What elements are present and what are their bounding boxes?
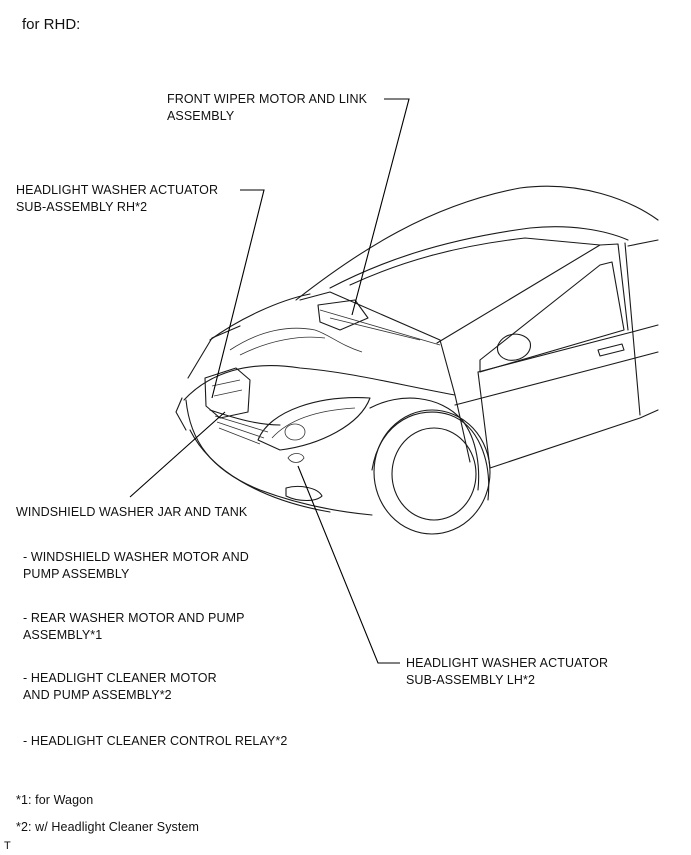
leader-hl-washer-lh — [297, 465, 400, 664]
headlight-inner — [271, 407, 356, 439]
projector-lens — [284, 423, 306, 441]
label-rear-washer: - REAR WASHER MOTOR AND PUMP ASSEMBLY*1 — [23, 611, 245, 642]
windshield-inner — [349, 237, 601, 286]
footnote-2: *2: w/ Headlight Cleaner System — [16, 820, 200, 834]
label-washer-motor: - WINDSHIELD WASHER MOTOR AND PUMP ASSEM… — [23, 550, 249, 581]
washer-nozzle-lh — [287, 453, 305, 463]
label-hl-cleaner-motor: - HEADLIGHT CLEANER MOTOR AND PUMP ASSEM… — [23, 671, 217, 702]
door-front-edge — [477, 371, 491, 469]
grille-slats — [214, 415, 269, 445]
page-heading: for RHD: — [22, 16, 81, 33]
front-side-window — [479, 261, 625, 373]
rear-window-edge — [627, 239, 659, 247]
car-illustration — [175, 185, 659, 535]
hood-rear-edge — [209, 293, 311, 341]
label-washer-jar: WINDSHIELD WASHER JAR AND TANK — [16, 505, 248, 519]
hood-side — [439, 339, 471, 463]
leader-front-wiper — [351, 98, 410, 316]
front-rim — [391, 427, 477, 521]
label-front-wiper: FRONT WIPER MOTOR AND LINK ASSEMBLY — [167, 92, 368, 123]
washer-hose — [229, 327, 363, 353]
wheel-arch — [371, 411, 490, 501]
bumper-lower — [189, 429, 331, 513]
label-hl-washer-rh: HEADLIGHT WASHER ACTUATOR SUB-ASSEMBLY R… — [16, 183, 219, 214]
door-handle — [597, 343, 625, 357]
hood-front-edge — [183, 365, 456, 401]
leader-washer-jar — [129, 411, 226, 498]
side-mirror — [496, 333, 532, 361]
fog-lamp — [285, 485, 323, 502]
footnote-1: *1: for Wagon — [16, 793, 94, 807]
headlight — [257, 397, 371, 451]
a-pillar — [436, 243, 629, 344]
label-hl-cleaner-relay: - HEADLIGHT CLEANER CONTROL RELAY*2 — [23, 734, 288, 748]
wiper-linkage — [319, 309, 441, 346]
corner-mark: T — [4, 840, 11, 852]
label-hl-washer-lh: HEADLIGHT WASHER ACTUATOR SUB-ASSEMBLY L… — [406, 656, 609, 687]
corner-bumper — [175, 397, 187, 431]
washer-tank — [204, 367, 251, 419]
roof-line — [295, 185, 659, 301]
leader-hl-washer-rh — [211, 189, 265, 399]
windshield-base — [299, 291, 441, 341]
tank-detail — [211, 379, 243, 397]
raised-hood-left — [187, 325, 241, 379]
windshield-top — [329, 226, 629, 289]
front-fender — [369, 397, 480, 491]
door-character-line — [454, 351, 659, 406]
front-tire — [373, 409, 491, 535]
door-top — [477, 324, 659, 373]
leader-lines — [129, 98, 410, 664]
grille-upper — [209, 409, 281, 426]
door-bottom — [489, 409, 659, 469]
b-pillar — [624, 242, 641, 416]
front-bumper — [185, 399, 373, 516]
washer-hose-2 — [239, 336, 326, 356]
